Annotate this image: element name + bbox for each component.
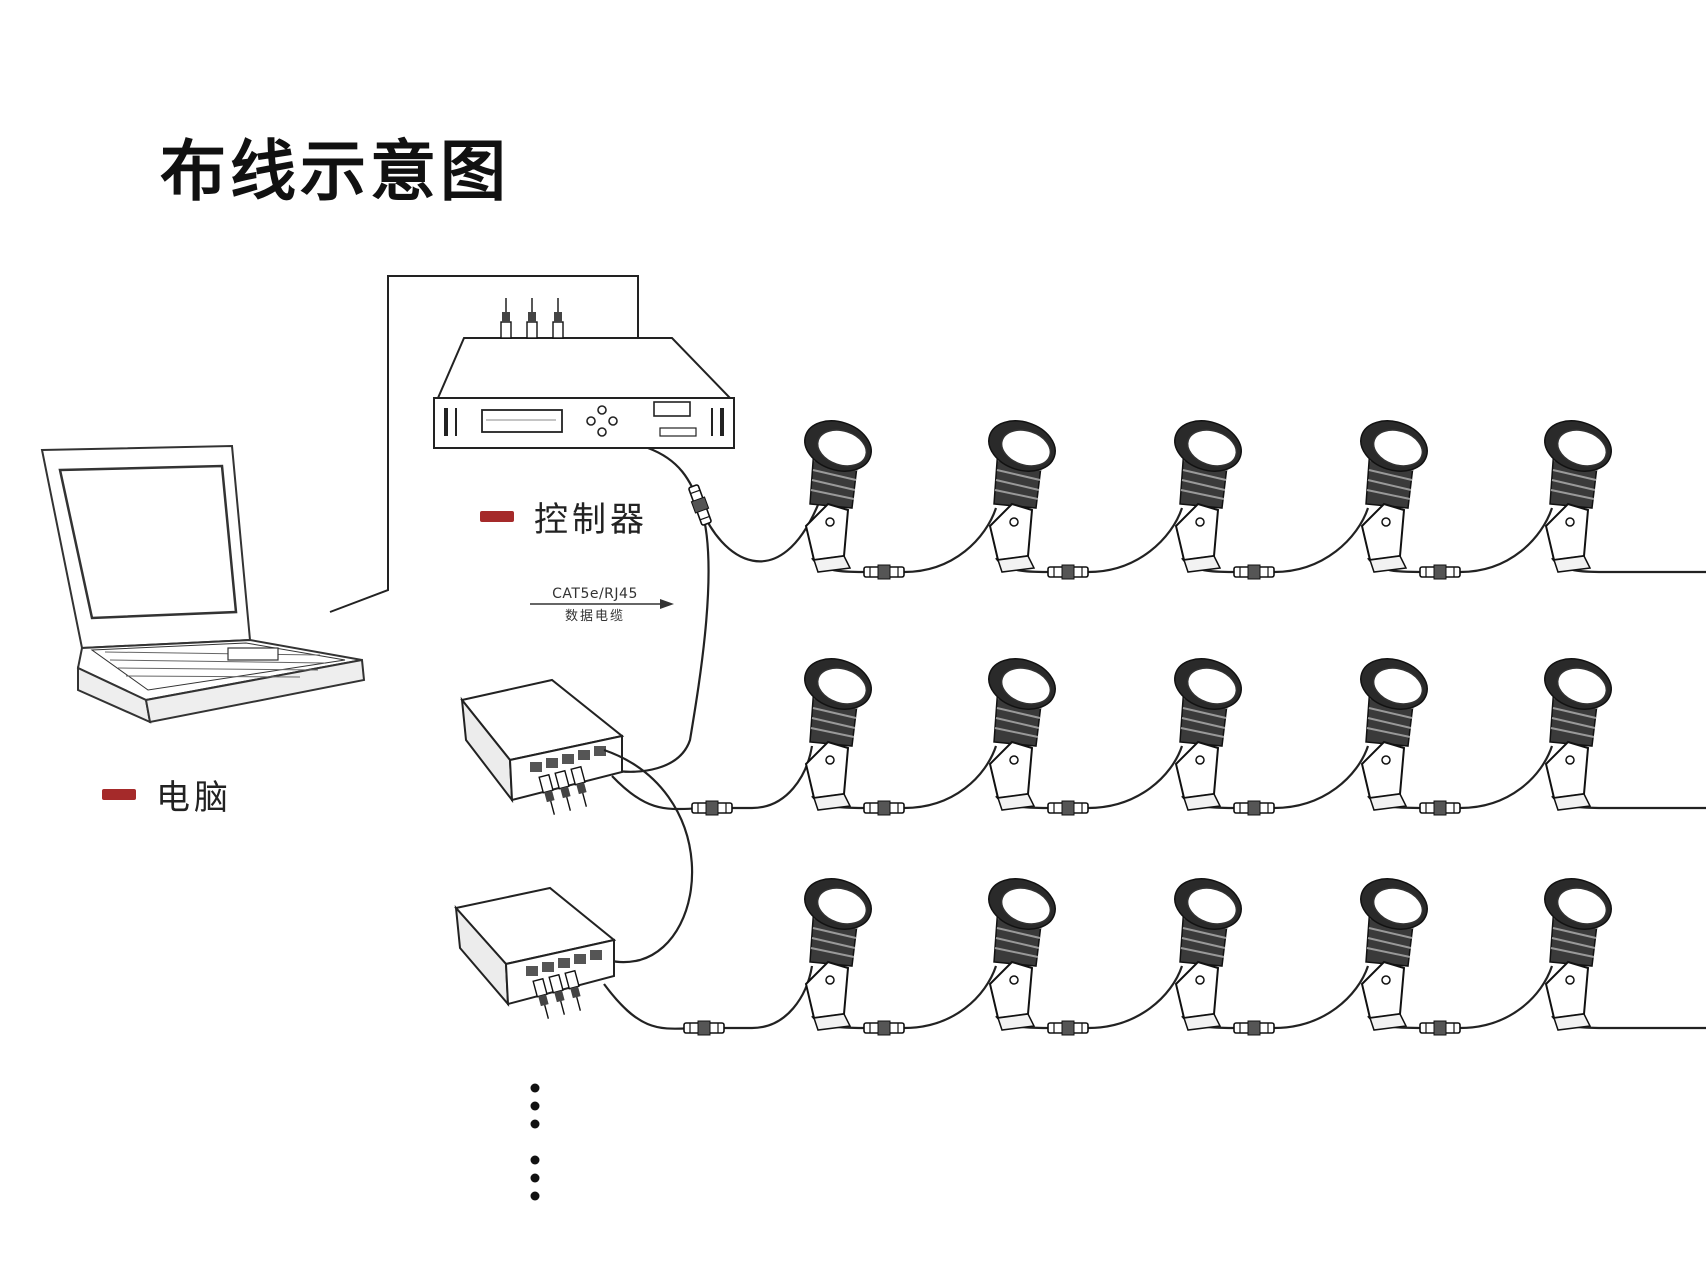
signal-splitter-icon xyxy=(454,886,617,1007)
inline-connector xyxy=(863,564,905,580)
legend-swatch xyxy=(102,789,136,800)
spotlight-icon xyxy=(1537,411,1619,573)
fixture-cable xyxy=(611,745,1706,811)
fixture-row-2 xyxy=(611,649,1706,816)
distributor-link-cable xyxy=(595,748,694,964)
inline-connector xyxy=(1047,800,1089,816)
inline-connector xyxy=(1233,800,1275,816)
inline-connector xyxy=(863,1020,905,1036)
fixture-cable xyxy=(811,507,1706,574)
spotlight-icon xyxy=(1167,649,1249,811)
legend-swatch xyxy=(480,511,514,522)
inline-connector xyxy=(1419,800,1461,816)
inline-connector xyxy=(863,800,905,816)
vertical-ellipsis-icon xyxy=(530,1083,540,1201)
controller-output-connector xyxy=(685,483,715,527)
laptop-to-controller-cable xyxy=(329,275,639,613)
spotlight-icon xyxy=(1353,411,1435,573)
spotlight-icon xyxy=(981,649,1063,811)
fixture-row-1 xyxy=(797,411,1706,580)
spotlight-icon xyxy=(1167,869,1249,1031)
cable-direction-arrow xyxy=(530,599,674,609)
inline-connector xyxy=(1233,1020,1275,1036)
spotlight-icon xyxy=(1537,869,1619,1031)
fixture-rows xyxy=(603,411,1706,1036)
controller-top-plugs xyxy=(500,297,564,339)
inline-connector xyxy=(1047,564,1089,580)
rack-controller-icon xyxy=(433,337,735,449)
spotlight-icon xyxy=(1353,869,1435,1031)
fixture-cable xyxy=(603,965,1706,1030)
page-title: 布线示意图 xyxy=(160,133,510,210)
cable-type: CAT5e/RJ45 xyxy=(552,586,638,602)
spotlight-icon xyxy=(797,411,879,573)
signal-splitter-icon xyxy=(460,678,625,804)
spotlight-icon xyxy=(797,649,879,811)
inline-connector xyxy=(1233,564,1275,580)
legend-controller-label: 控制器 xyxy=(534,500,648,540)
spotlight-icon xyxy=(1353,649,1435,811)
spotlight-icon xyxy=(797,869,879,1031)
inline-connector xyxy=(1047,1020,1089,1036)
spotlight-icon xyxy=(1537,649,1619,811)
spotlight-icon xyxy=(981,411,1063,573)
cable-label: 数据电缆 xyxy=(564,609,625,624)
fixture-row-3 xyxy=(603,869,1706,1036)
spotlight-icon xyxy=(981,869,1063,1031)
inline-connector xyxy=(1419,564,1461,580)
legend-computer-label: 电脑 xyxy=(156,778,232,818)
legend-computer: 电脑 xyxy=(102,770,232,819)
inline-connector xyxy=(683,1020,725,1036)
cable-note: CAT5e/RJ45 数据电缆 xyxy=(530,586,660,624)
inline-connector xyxy=(1419,1020,1461,1036)
laptop-icon xyxy=(40,444,366,724)
spotlight-icon xyxy=(1167,411,1249,573)
legend-controller: 控制器 xyxy=(480,492,648,541)
inline-connector xyxy=(691,800,733,816)
